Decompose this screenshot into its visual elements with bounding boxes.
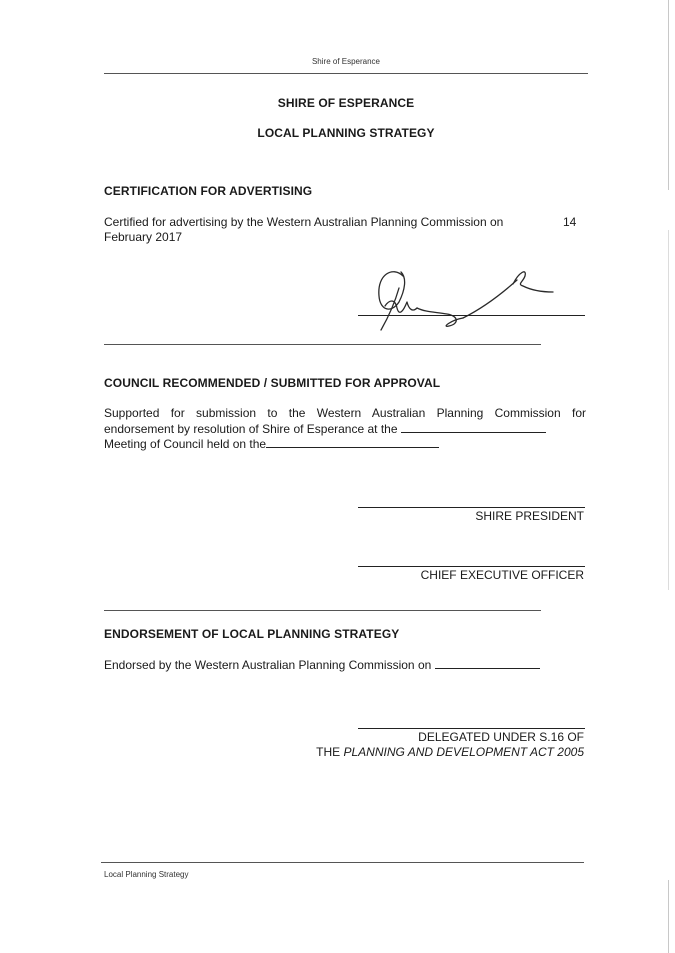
handwritten-signature [378,271,554,331]
president-signature-line [358,507,585,508]
council-text-line1: Supported for submission to the Western … [104,406,586,420]
document-title: SHIRE OF ESPERANCE [277,96,415,110]
delegated-line2: THE PLANNING AND DEVELOPMENT ACT 2005 [260,745,584,760]
council-text-line2-label: endorsement by resolution of Shire of Es… [104,422,398,436]
scan-edge-mid [668,230,669,590]
endorsement-text-label: Endorsed by the Western Australian Plann… [104,658,432,672]
delegated-line2-prefix: THE [316,745,344,759]
council-heading: COUNCIL RECOMMENDED / SUBMITTED FOR APPR… [104,376,441,390]
endorsement-text: Endorsed by the Western Australian Plann… [104,657,540,673]
ceo-label: CHIEF EXECUTIVE OFFICER [420,568,584,582]
document-subtitle: LOCAL PLANNING STRATEGY [257,126,435,140]
certification-day: 14 [563,215,577,229]
header-rule [104,73,588,74]
council-text-line2: endorsement by resolution of Shire of Es… [104,421,546,437]
running-footer: Local Planning Strategy [104,870,189,879]
scan-edge-bottom [668,880,669,953]
certification-heading: CERTIFICATION FOR ADVERTISING [104,184,313,198]
footer-rule [101,862,584,863]
delegated-line1: DELEGATED UNDER S.16 OF [418,730,584,744]
running-header: Shire of Esperance [311,57,381,66]
certification-text-line1: Certified for advertising by the Western… [104,215,504,229]
meeting-type-blank [400,421,546,433]
certification-text-line2: February 2017 [104,230,183,244]
certification-section-rule [104,344,541,345]
council-text-line3-label: Meeting of Council held on the [104,437,267,451]
scan-edge-top [668,0,669,190]
meeting-date-blank [266,436,440,448]
council-text-line3: Meeting of Council held on the [104,436,440,452]
ceo-signature-line [358,566,585,567]
endorsement-heading: ENDORSEMENT OF LOCAL PLANNING STRATEGY [104,627,400,641]
endorsement-date-blank [434,657,540,669]
certification-signature-line [358,315,585,316]
council-section-rule [104,610,541,611]
act-title: PLANNING AND DEVELOPMENT ACT 2005 [343,745,584,759]
delegate-signature-line [358,728,585,729]
president-label: SHIRE PRESIDENT [475,509,584,523]
